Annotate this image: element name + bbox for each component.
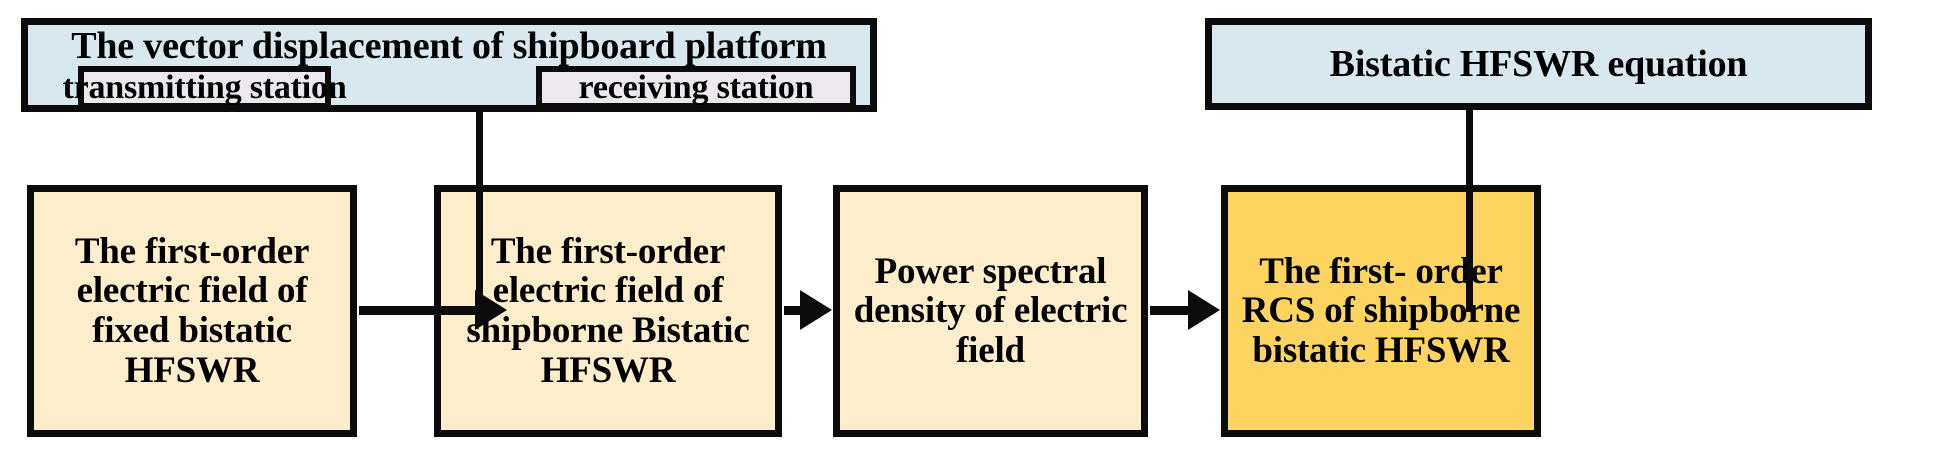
receiving-station-label: receiving station	[578, 68, 814, 106]
arrow-shipborne-to-psd-head-icon	[800, 290, 832, 330]
flow-box-fixed-bistatic-label: The first-order electric field of fixed …	[74, 230, 310, 391]
flow-box-power-spectral-density: Power spectral density of electric field	[833, 185, 1148, 437]
arrow-psd-to-rcs-line	[1150, 306, 1200, 315]
transmitting-station-box: transmitting station	[62, 66, 347, 109]
flow-box-rcs-label: The first- order RCS of shipborne bistat…	[1241, 250, 1521, 371]
flow-box-shipborne: The first-order electric field of shipbo…	[434, 185, 782, 437]
transmitting-station-label: transmitting station	[62, 68, 347, 106]
flow-box-rcs: The first- order RCS of shipborne bistat…	[1221, 185, 1541, 437]
connector-vector-displacement-drop	[476, 110, 483, 312]
vector-displacement-box: The vector displacement of shipboard pla…	[21, 18, 877, 112]
flow-box-shipborne-label: The first-order electric field of shipbo…	[466, 230, 750, 391]
arrow-fixed-to-shipborne-head-icon	[475, 290, 507, 330]
bistatic-hfswr-equation-label: Bistatic HFSWR equation	[1329, 42, 1748, 85]
arrow-fixed-to-shipborne-line	[359, 306, 477, 315]
bistatic-hfswr-equation-box: Bistatic HFSWR equation	[1205, 18, 1872, 110]
vector-displacement-title: The vector displacement of shipboard pla…	[71, 25, 827, 67]
arrow-psd-to-rcs-head-icon	[1188, 290, 1220, 330]
flow-box-power-spectral-density-label: Power spectral density of electric field	[853, 250, 1128, 371]
connector-equation-drop	[1466, 108, 1473, 312]
receiving-station-box: receiving station	[536, 66, 856, 109]
flow-box-fixed-bistatic: The first-order electric field of fixed …	[27, 185, 357, 437]
